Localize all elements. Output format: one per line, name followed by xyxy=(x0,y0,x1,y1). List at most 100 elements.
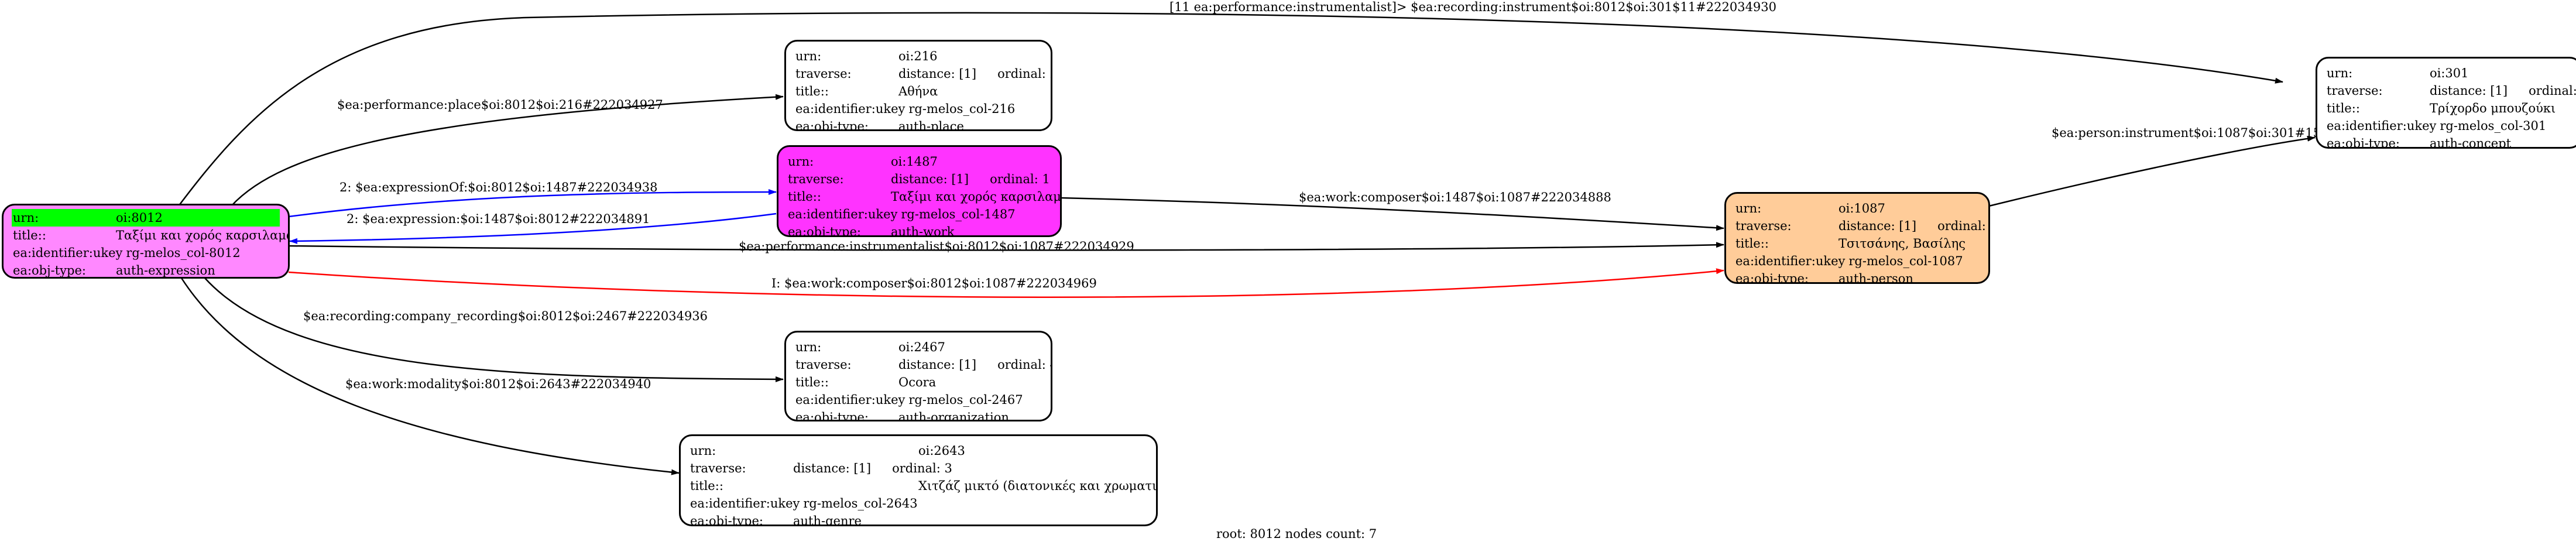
row-key: ea:obj-type: xyxy=(788,225,861,237)
row-value: auth-organization xyxy=(898,410,1009,421)
row-value: auth-place xyxy=(898,119,964,131)
row-value: rg-melos_col-1487 xyxy=(901,207,1016,221)
row-ordinal: ordinal: 5 xyxy=(1937,219,1988,233)
row-key: traverse: xyxy=(2327,84,2383,98)
node-row-obj-type: ea:obj-type:auth-person xyxy=(1735,270,1979,284)
row-value: rg-melos_col-8012 xyxy=(126,246,241,260)
node-row-title: title::Τρίχορδο μπουζούκι xyxy=(2327,100,2571,117)
row-value: Τσιτσάνης, Βασίλης xyxy=(1838,236,1966,251)
node-row-traverse: traverse:distance: [1]ordinal: 5 xyxy=(1735,217,1988,235)
row-ordinal: ordinal: 3 xyxy=(892,461,952,475)
graph-footer: root: 8012 nodes count: 7 xyxy=(1216,527,1377,541)
node-row-urn: urn:oi:216 xyxy=(795,47,1041,65)
node-row-traverse: traverse:distance: [1]ordinal: 1 xyxy=(788,170,1051,188)
node-oi-2467[interactable]: urn:oi:2467 traverse:distance: [1]ordina… xyxy=(784,331,1052,421)
node-oi-301[interactable]: urn:oi:301 traverse: distance: [1] ordinal… xyxy=(2316,57,2576,149)
node-row-title: title::Ocora xyxy=(795,373,1041,391)
edge-composer-8012 xyxy=(288,268,1724,298)
row-value: rg-melos_col-301 xyxy=(2440,119,2547,133)
row-value: rg-melos_col-2467 xyxy=(908,393,1023,407)
node-oi-1087[interactable]: urn: oi:1087 traverse:distance: [1]ordina… xyxy=(1724,192,1990,284)
row-key: urn: xyxy=(795,49,822,63)
row-key: traverse: xyxy=(795,67,852,81)
node-row-identifier: ea:identifier:ukey rg-melos_col-8012 xyxy=(13,244,279,262)
edge-composer-work xyxy=(1060,197,1724,231)
node-oi-216[interactable]: urn:oi:216 traverse: distance: [1] ordinal… xyxy=(784,40,1052,131)
node-row-obj-type: ea:obj-type:auth-concept xyxy=(2327,135,2571,147)
edge-person-instrument-301 xyxy=(1988,135,2316,207)
node-row-urn: urn: oi:8012 xyxy=(12,209,280,227)
row-key: urn: xyxy=(2327,66,2353,80)
row-key: traverse: xyxy=(690,461,746,475)
row-key: ea:identifier:ukey xyxy=(690,496,800,510)
row-key: traverse: xyxy=(1735,219,1792,233)
row-key: urn: xyxy=(690,444,716,458)
node-row-obj-type: ea:obj-type: auth-work xyxy=(788,223,1051,237)
node-oi-2643[interactable]: urn: oi:2643 traverse: distance: [1] ordina… xyxy=(679,434,1158,526)
row-key: traverse: xyxy=(788,172,844,186)
edge-company-2467 xyxy=(204,277,784,382)
node-row-traverse: traverse: distance: [1] ordinal: 6 xyxy=(2327,82,2576,100)
row-value: oi:8012 xyxy=(116,211,163,225)
row-key: title:: xyxy=(2327,101,2360,115)
node-row-traverse: traverse:distance: [1]ordinal: 4 xyxy=(795,356,1051,373)
row-key: ea:identifier:ukey xyxy=(2327,119,2437,133)
row-key: title:: xyxy=(1735,236,1769,251)
edge-label-place-216: $ea:performance:place$oi:8012$oi:216#222… xyxy=(337,98,663,112)
row-ordinal: ordinal: 2 xyxy=(997,67,1052,81)
row-value: auth-work xyxy=(891,225,955,237)
row-value: oi:1087 xyxy=(1838,201,1885,215)
node-row-urn: urn:oi:1487 xyxy=(788,153,1051,170)
row-ordinal: ordinal: 4 xyxy=(997,358,1052,372)
row-value: distance: [1] xyxy=(793,461,872,475)
node-row-obj-type: ea:obj-type: auth-place xyxy=(795,118,1041,131)
edge-label-expressionOf-1487: 2: $ea:expressionOf:$oi:8012$oi:1487#222… xyxy=(339,180,658,194)
edge-label-expression-8012: 2: $ea:expression:$oi:1487$oi:8012#22203… xyxy=(347,212,650,226)
edge-label-composer-8012: I: $ea:work:composer$oi:8012$oi:1087#222… xyxy=(771,276,1097,290)
row-value: rg-melos_col-2643 xyxy=(803,496,918,510)
node-row-urn: urn:oi:301 xyxy=(2327,64,2571,82)
row-key: ea:obj-type: xyxy=(795,119,869,131)
row-value: Χιτζάζ μικτό (διατονικές και χρωματικές … xyxy=(918,479,1157,493)
row-key: ea:obj-type: xyxy=(690,514,763,526)
node-oi-1487[interactable]: urn:oi:1487 traverse:distance: [1]ordina… xyxy=(777,145,1062,237)
row-key: ea:obj-type: xyxy=(795,410,869,421)
row-key: ea:identifier:ukey xyxy=(795,393,905,407)
row-value: distance: [1] xyxy=(898,67,977,81)
node-row-urn: urn: oi:2643 xyxy=(690,442,1147,460)
row-ordinal: ordinal: 6 xyxy=(2529,84,2576,98)
edge-instrumentalist-1087 xyxy=(288,242,1724,251)
node-row-urn: urn:oi:2467 xyxy=(795,338,1041,356)
edge-label-instrumentalist-1087: $ea:performance:instrumentalist$oi:8012$… xyxy=(739,239,1134,253)
row-value: oi:2643 xyxy=(918,444,965,458)
node-oi-8012[interactable]: urn: oi:8012 title:: Ταξίμι και χορός κα… xyxy=(2,204,290,279)
row-key: urn: xyxy=(13,211,39,225)
row-key: title:: xyxy=(690,479,723,493)
row-value: Ταξίμι και χορός καρσιλαμάς xyxy=(891,190,1062,204)
node-row-title: title::Τσιτσάνης, Βασίλης xyxy=(1735,235,1979,252)
row-value: auth-person xyxy=(1838,272,1913,284)
row-key: title:: xyxy=(795,84,829,98)
node-row-urn: urn: oi:1087 xyxy=(1735,200,1979,217)
row-key: ea:identifier:ukey xyxy=(13,246,123,260)
row-key: urn: xyxy=(1735,201,1762,215)
row-value: distance: [1] xyxy=(898,358,977,372)
row-value: Αθήνα xyxy=(898,84,938,98)
row-key: title:: xyxy=(795,375,829,389)
row-key: urn: xyxy=(795,340,822,354)
node-row-obj-type: ea:obj-type: auth-expression xyxy=(13,262,279,277)
node-row-obj-type: ea:obj-type:auth-genre xyxy=(690,512,1147,526)
row-value: rg-melos_col-216 xyxy=(908,102,1016,116)
row-value: rg-melos_col-1087 xyxy=(1848,254,1963,268)
row-value: distance: [1] xyxy=(2430,84,2508,98)
edge-label-composer-work: $ea:work:composer$oi:1487$oi:1087#222034… xyxy=(1299,190,1611,204)
row-value: Ocora xyxy=(898,375,937,389)
node-row-traverse: traverse: distance: [1] ordinal: 2 xyxy=(795,65,1051,83)
